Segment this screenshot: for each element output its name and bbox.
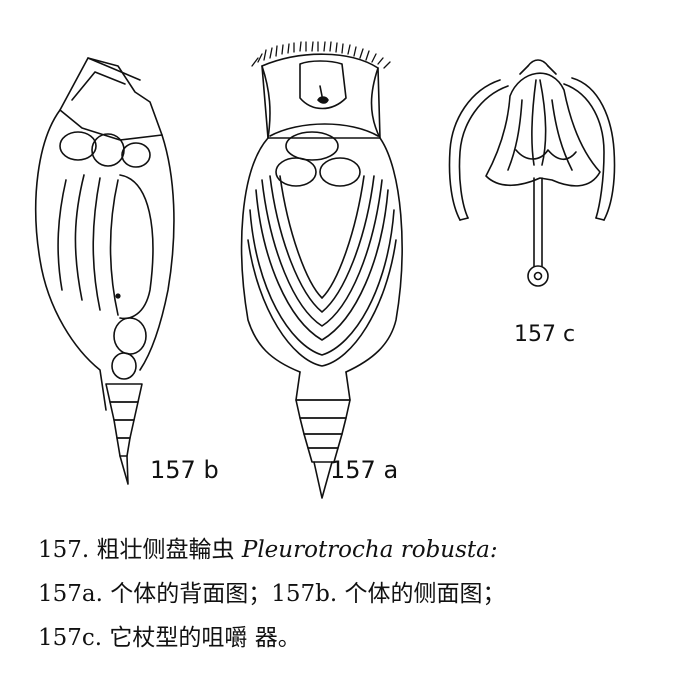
caption-line-1: 157. 粗壮侧盘輪虫 Pleurotrocha robusta:: [38, 528, 658, 572]
caption-line-3: 157c. 它杖型的咀嚼 器。: [38, 625, 301, 651]
caption-species-chinese: 157. 粗壮侧盘輪虫: [38, 537, 235, 563]
figure-caption: 157. 粗壮侧盘輪虫 Pleurotrocha robusta: 157a. …: [38, 528, 658, 660]
caption-species-scientific: Pleurotrocha robusta:: [241, 537, 498, 563]
illustration-figure: 157 b 157 a 157 c: [34, 41, 616, 499]
caption-line-2: 157a. 个体的背面图；157b. 个体的侧面图；: [38, 581, 506, 607]
rotifer-lateral-view-drawing: [34, 57, 175, 485]
figure-label-157a: 157 a: [330, 456, 399, 484]
rotifer-dorsal-view-drawing: [240, 41, 403, 499]
rotifer-drawings: [34, 41, 616, 499]
figure-label-157c: 157 c: [514, 322, 576, 347]
rotifer-trophi-drawing: [448, 59, 616, 287]
figure-label-157b: 157 b: [150, 456, 219, 484]
